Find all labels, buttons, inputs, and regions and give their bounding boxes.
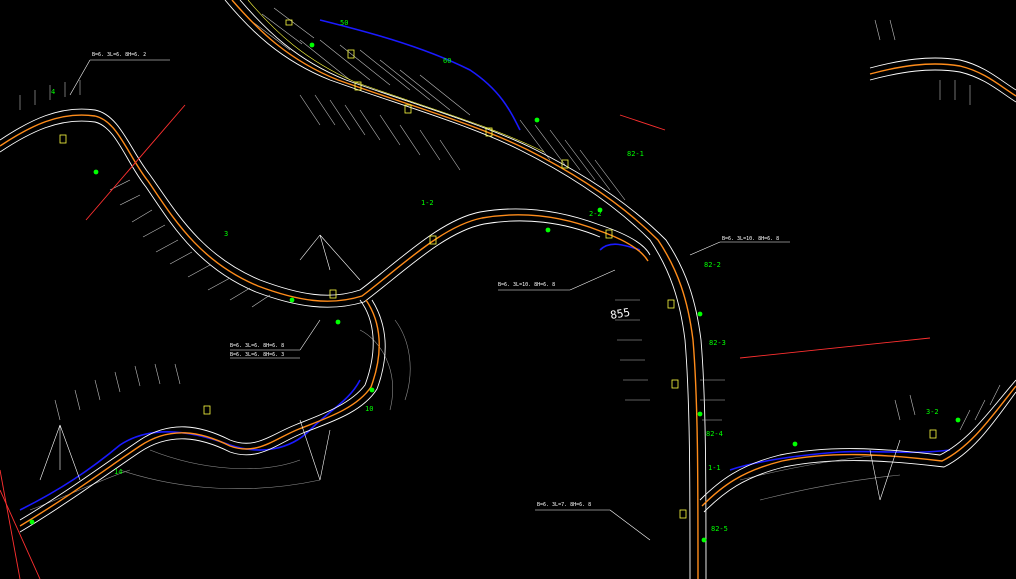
annotation-3: B=6. 3L=10. 8H=6. 8: [722, 236, 779, 242]
annotation-1: B=6. 3L=6. 8H=6. 2: [92, 52, 146, 58]
annotation-2: B=6. 3L=10. 8H=6. 8: [498, 282, 555, 288]
boundary-lines: [0, 104, 931, 579]
label-1-1: 1-1: [708, 464, 721, 472]
label-82-3: 82-3: [709, 339, 726, 347]
label-14: 14: [114, 468, 122, 476]
annotations: B=6. 3L=6. 8H=6. 2 B=6. 3L=10. 8H=6. 8 B…: [92, 52, 779, 508]
annotation-5: B=6. 3L=6. 8H=6. 3: [230, 352, 284, 358]
leader-lines: [39, 59, 901, 541]
label-4: 4: [51, 88, 55, 96]
label-10: 10: [365, 405, 373, 413]
label-82-2: 82-2: [704, 261, 721, 269]
section-labels: 50 60 4 3 1-2 82-1 82-2 82-3 82-4 82-5 1…: [51, 19, 939, 533]
annotation-6: B=6. 3L=7. 8H=6. 8: [537, 502, 591, 508]
label-50: 50: [340, 19, 348, 27]
buildings: [59, 19, 937, 519]
label-2-2: 2-2: [589, 210, 602, 218]
annotation-4: B=6. 3L=6. 8H=6. 8: [230, 343, 284, 349]
label-3-2: 3-2: [926, 408, 939, 416]
contour-lines: [29, 319, 901, 511]
label-1-2: 1-2: [421, 199, 434, 207]
hatch-area-west: [19, 19, 1001, 431]
label-82-1: 82-1: [627, 150, 644, 158]
green-markers: [29, 42, 961, 543]
label-3: 3: [224, 230, 228, 238]
label-855: 855: [609, 306, 631, 322]
label-82-5: 82-5: [711, 525, 728, 533]
label-82-4: 82-4: [706, 430, 723, 438]
hatch-area-north: [249, 7, 626, 201]
label-60: 60: [443, 57, 451, 65]
